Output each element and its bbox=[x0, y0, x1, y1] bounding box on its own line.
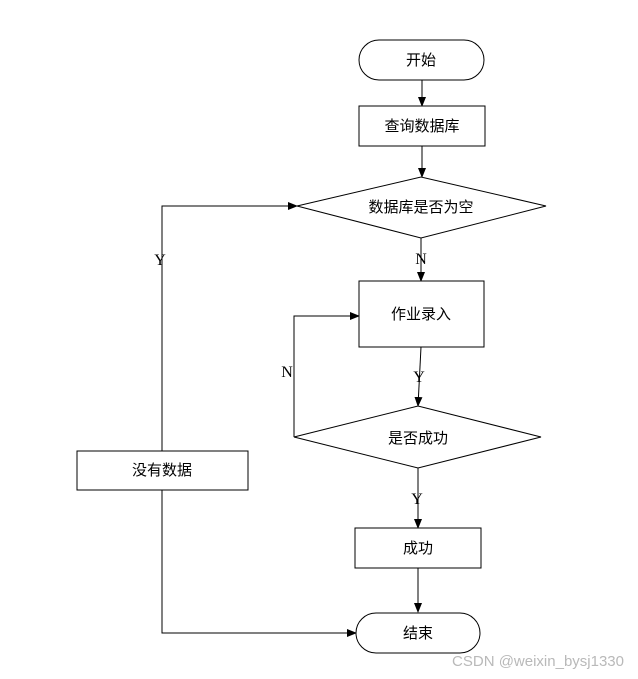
node-success-label: 成功 bbox=[403, 539, 433, 557]
edge-check-retry bbox=[293, 312, 360, 437]
node-success-check-label: 是否成功 bbox=[388, 429, 448, 447]
node-no-data: 没有数据 bbox=[76, 450, 249, 491]
node-no-data-label: 没有数据 bbox=[132, 461, 192, 479]
edge-label-db-empty-no: N bbox=[415, 251, 427, 268]
watermark: CSDN @weixin_bysj1330 bbox=[452, 653, 624, 670]
node-db-empty-label: 数据库是否为空 bbox=[368, 198, 473, 216]
node-input: 作业录入 bbox=[358, 280, 485, 348]
node-db-empty-decision: 数据库是否为空 bbox=[296, 176, 547, 239]
node-start-label: 开始 bbox=[406, 51, 436, 69]
edges bbox=[161, 80, 426, 637]
node-success-decision: 是否成功 bbox=[293, 405, 542, 469]
node-query-label: 查询数据库 bbox=[384, 117, 459, 135]
node-end-label: 结束 bbox=[403, 624, 433, 642]
edge-label-db-empty-yes: Y bbox=[154, 252, 166, 269]
edge-label-check-no: N bbox=[281, 364, 293, 381]
node-end: 结束 bbox=[355, 612, 481, 654]
node-query: 查询数据库 bbox=[358, 105, 486, 147]
edge-label-input-to-check: Y bbox=[413, 369, 425, 386]
edge-input-to-check bbox=[414, 346, 423, 407]
edge-label-check-yes: Y bbox=[411, 491, 423, 508]
edge-nodata-to-end bbox=[161, 490, 357, 637]
node-success: 成功 bbox=[354, 527, 482, 569]
node-start: 开始 bbox=[358, 39, 485, 81]
edge-nodata-to-decision bbox=[161, 202, 298, 451]
node-input-label: 作业录入 bbox=[391, 305, 451, 323]
